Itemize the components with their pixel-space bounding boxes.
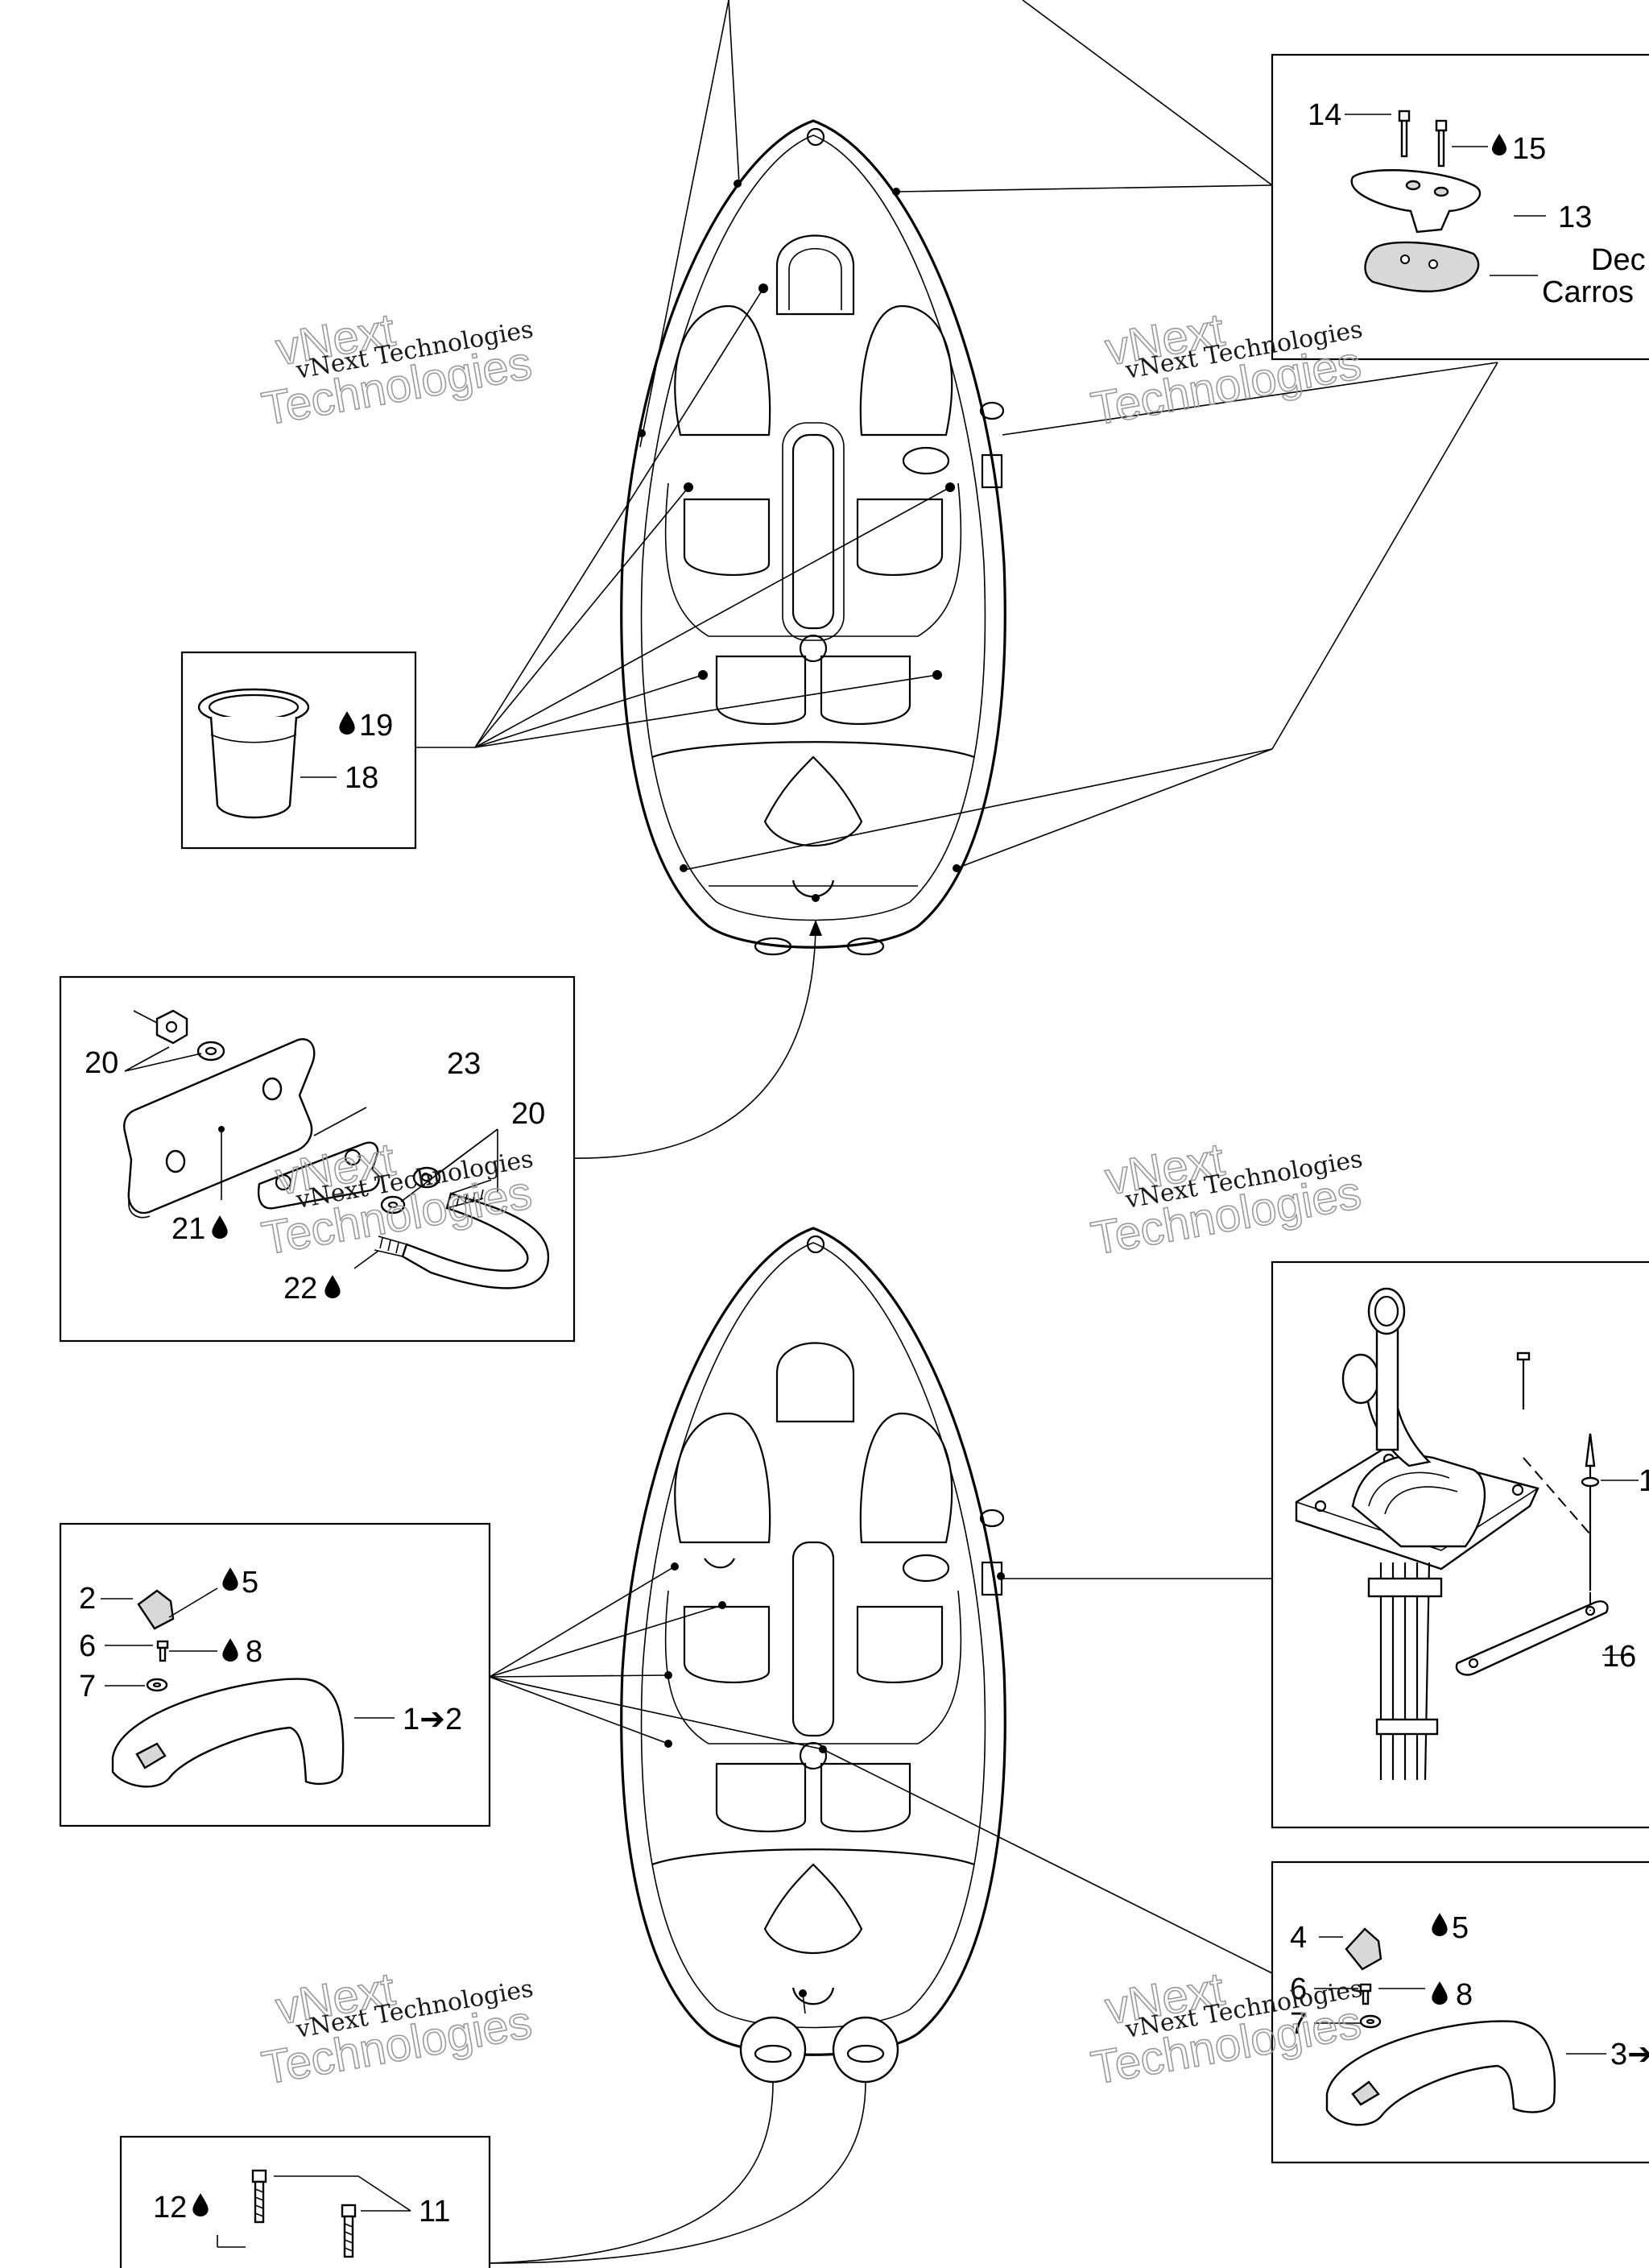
callout-8-right: 8 <box>1456 1978 1473 2012</box>
plate-23 <box>257 1141 380 1210</box>
callout-7: 7 <box>79 1670 96 1703</box>
callout-16: 16 <box>1602 1640 1636 1674</box>
callout-21: 21 <box>172 1212 205 1246</box>
top-boat-hull <box>620 119 1006 956</box>
u-bolt-icon <box>374 1179 550 1289</box>
bolt-icon <box>1398 110 1448 168</box>
callout-12: 12 <box>153 2191 187 2225</box>
callout-13: 13 <box>1558 201 1592 234</box>
callout-4: 4 <box>1290 1921 1307 1955</box>
grab-handle-icon <box>111 1678 345 1788</box>
cleat-detail-box: 14 15 13 Dec Carros <box>1271 53 1649 361</box>
callout-19: 19 <box>359 709 393 743</box>
callout-20-right: 20 <box>511 1097 545 1131</box>
arrow-label-3: 3➔ <box>1610 2038 1649 2071</box>
decal-note-line1: Dec <box>1591 243 1646 277</box>
backing-plate-21 <box>123 1038 316 1219</box>
throttle-control-icon <box>1295 1287 1609 1781</box>
cleat-icon <box>1350 169 1481 292</box>
callout-23: 23 <box>447 1047 481 1081</box>
callout-2: 2 <box>79 1582 96 1616</box>
callout-6: 6 <box>79 1629 96 1663</box>
tow-eye-detail-box: 20 23 20 21 22 <box>59 975 576 1343</box>
callout-17: 1 <box>1639 1464 1649 1498</box>
arrow-label-1-2: 1➔2 <box>403 1703 462 1736</box>
bolts-detail-box: 12 11 <box>119 2135 491 2268</box>
callout-22: 22 <box>283 1272 317 1306</box>
left-handle-detail-box: 2 5 6 8 7 1➔2 <box>59 1522 491 1827</box>
callout-5: 5 <box>242 1566 258 1600</box>
callout-5-right: 5 <box>1452 1911 1469 1945</box>
cup-holder-icon <box>197 688 310 819</box>
bottom-boat-hull <box>620 1227 1006 2084</box>
decal-note-line2: Carros <box>1542 275 1634 309</box>
callout-7-right: 7 <box>1290 2007 1307 2041</box>
throttle-detail-box: 1 16 <box>1271 1260 1649 1829</box>
callout-11: 11 <box>419 2195 450 2229</box>
callout-15: 15 <box>1512 132 1546 166</box>
leader-lines <box>415 0 1498 2264</box>
callout-6-right: 6 <box>1290 1972 1307 2006</box>
cup-holder-detail-box: 19 18 <box>180 651 417 850</box>
callout-8: 8 <box>246 1635 262 1669</box>
callout-14: 14 <box>1308 98 1341 132</box>
callout-18: 18 <box>345 761 378 795</box>
right-handle-detail-box: 4 5 6 8 7 3➔ <box>1271 1860 1649 2164</box>
callout-20-left: 20 <box>85 1046 118 1080</box>
